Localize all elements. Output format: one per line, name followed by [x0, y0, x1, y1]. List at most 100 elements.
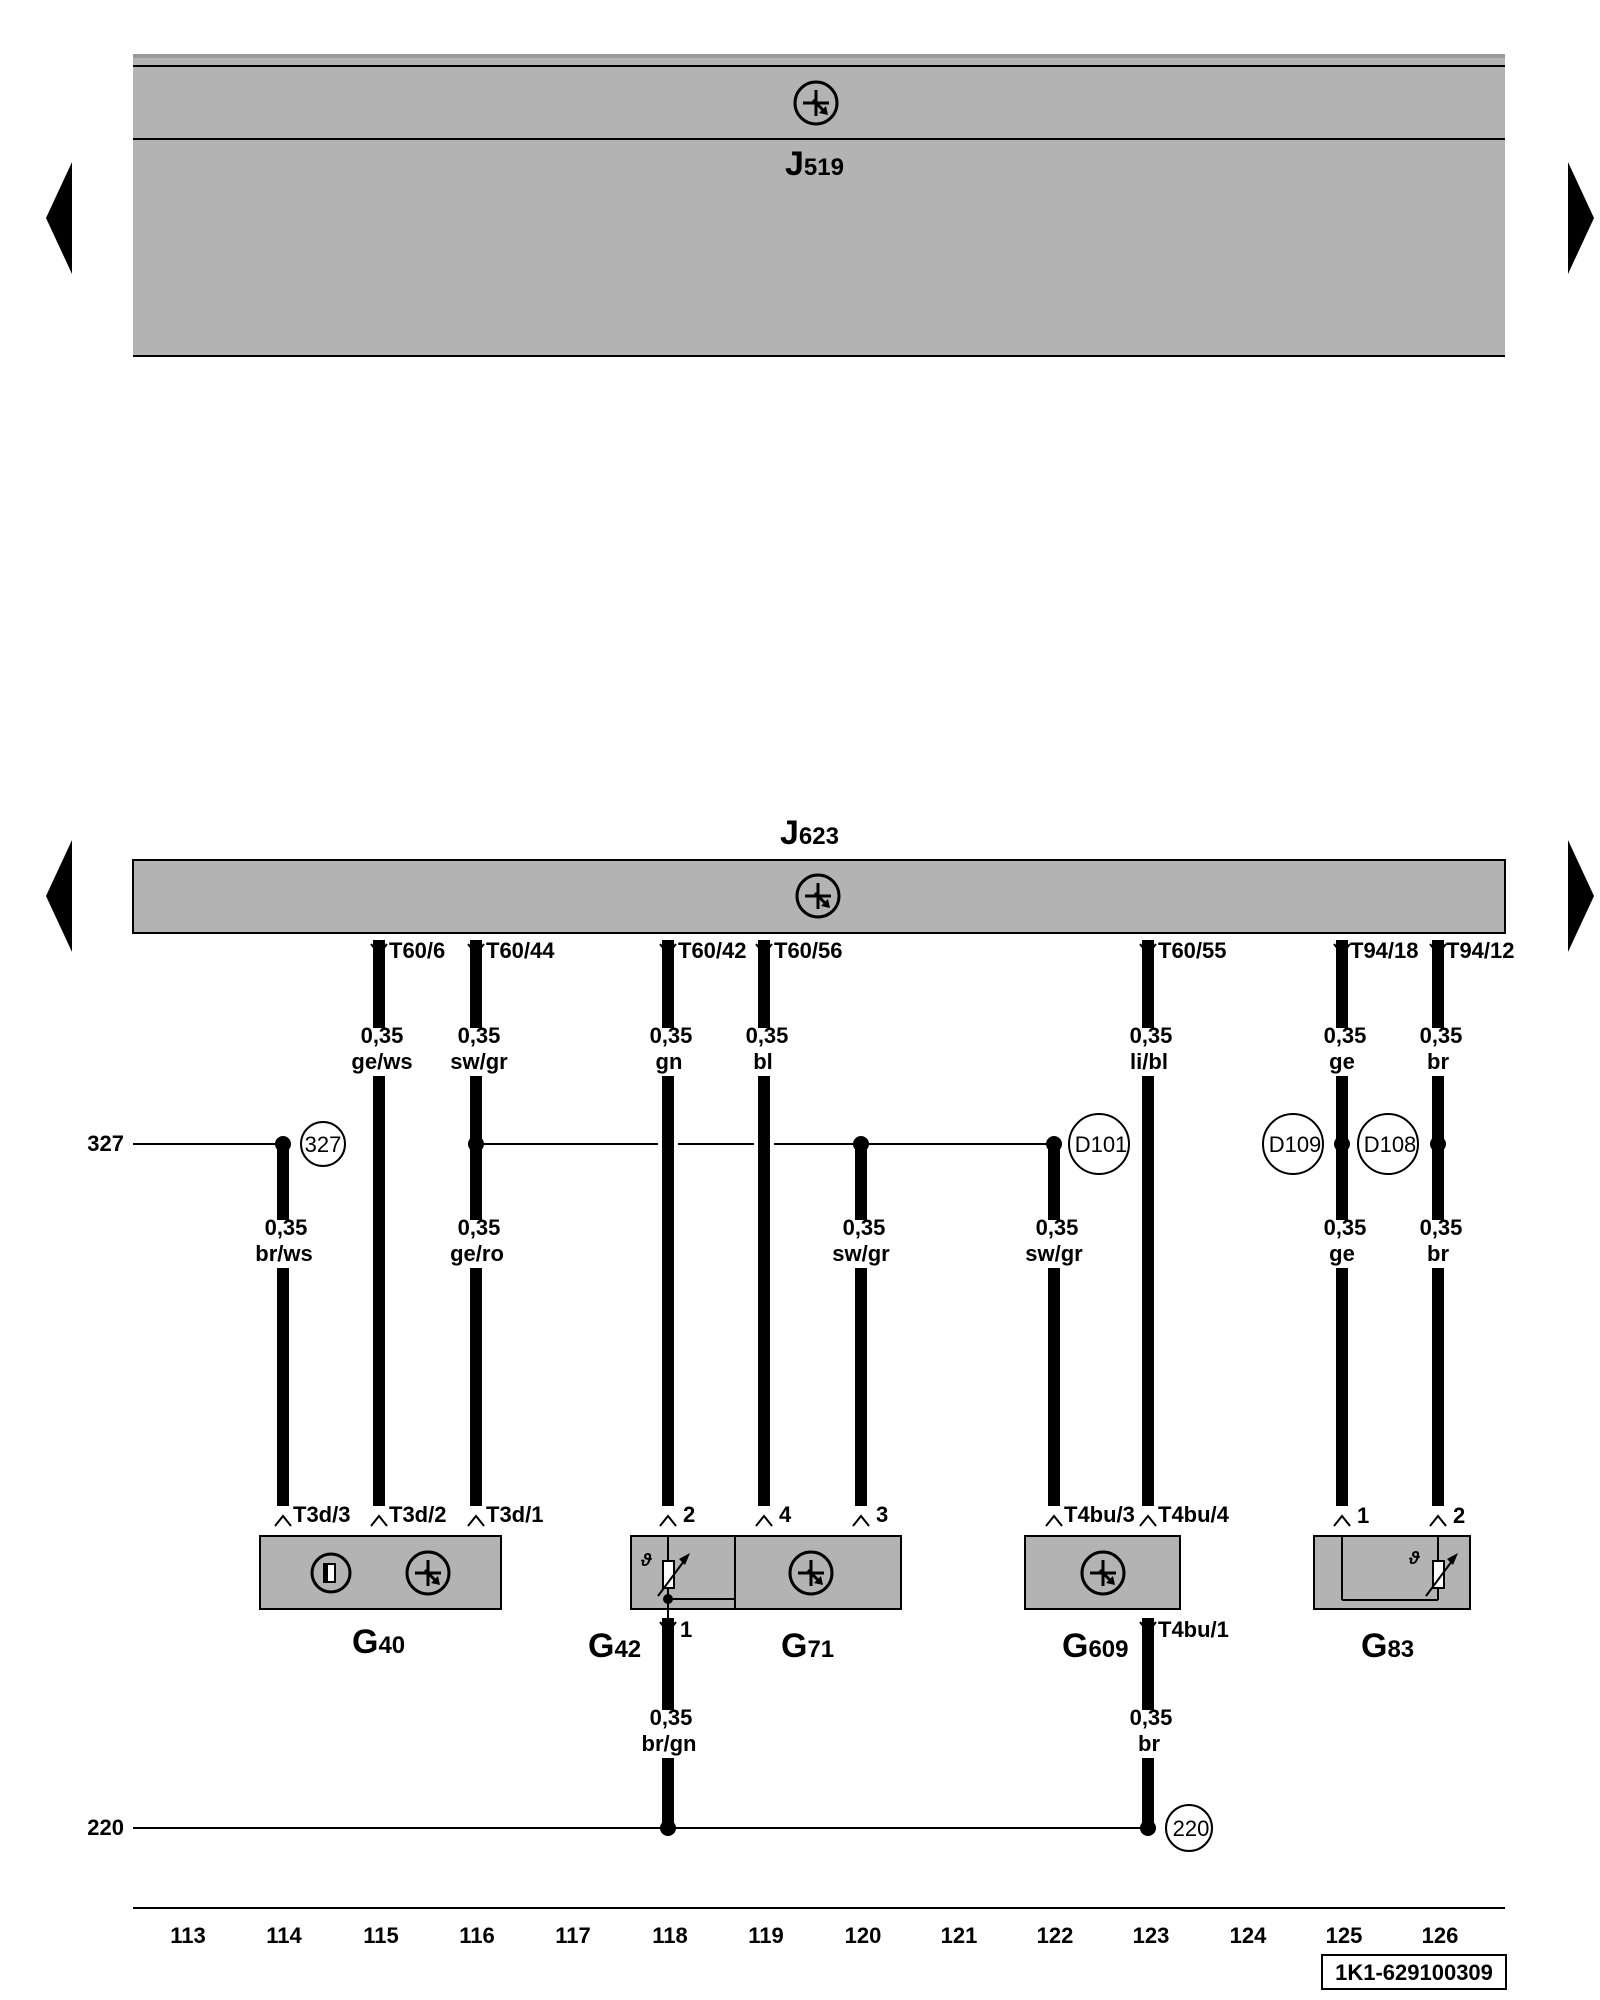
- module-j623-label: J623: [780, 814, 839, 852]
- svg-text:114: 114: [266, 1923, 302, 1948]
- pin-label: T4bu/1: [1158, 1617, 1229, 1642]
- svg-text:124: 124: [1230, 1923, 1267, 1948]
- wire-color: ge/ws: [351, 1049, 412, 1074]
- junction-dot: [1430, 1136, 1446, 1152]
- pin-label: T60/44: [486, 938, 555, 963]
- nav-arrow-left-bottom-icon[interactable]: [46, 840, 72, 952]
- nav-arrow-left-top-icon[interactable]: [46, 162, 72, 274]
- can-bus-icon: [795, 873, 841, 919]
- svg-text:117: 117: [555, 1923, 591, 1948]
- connector-d109[interactable]: D109: [1262, 1113, 1324, 1175]
- pin-label: 1: [1357, 1503, 1369, 1528]
- wire-size: 0,35: [650, 1023, 693, 1048]
- component-g40-label: G40: [352, 1623, 405, 1661]
- wire-size: 0,35: [458, 1023, 501, 1048]
- component-g71[interactable]: G71: [734, 1535, 902, 1665]
- svg-text:D109: D109: [1269, 1132, 1322, 1157]
- pin-label: T3d/2: [389, 1502, 446, 1527]
- can-bus-icon: [405, 1550, 451, 1596]
- bottom-pin-labels: T3d/3 T3d/2 T3d/1 2 4 3 T4bu/3 T4bu/4 1 …: [293, 1502, 1465, 1642]
- junctions: [275, 1136, 1446, 1836]
- connector-220[interactable]: 220: [1165, 1804, 1213, 1852]
- junction-dot: [853, 1136, 869, 1152]
- svg-text:327: 327: [305, 1132, 342, 1157]
- pin-markers: [274, 943, 1447, 1634]
- svg-text:122: 122: [1037, 1923, 1074, 1948]
- component-g42[interactable]: ϑ G42: [588, 1535, 736, 1665]
- pin-label: 2: [683, 1502, 695, 1527]
- pin-arrow-icon: [1429, 1514, 1447, 1527]
- pin-label: T60/42: [678, 938, 747, 963]
- svg-text:120: 120: [845, 1923, 882, 1948]
- ref-220-label: 220: [87, 1815, 124, 1840]
- pin-arrow-icon: [659, 943, 677, 956]
- temperature-sensor-icon: ϑ: [1341, 1536, 1458, 1601]
- pin-arrow-icon: [370, 1514, 388, 1527]
- component-g83[interactable]: ϑ G83: [1313, 1535, 1471, 1665]
- wire-color: br/ws: [255, 1241, 312, 1266]
- junction-dot: [1140, 1820, 1156, 1836]
- svg-text:123: 123: [1133, 1923, 1170, 1948]
- wire-color: li/bl: [1130, 1049, 1168, 1074]
- svg-text:220: 220: [1173, 1816, 1210, 1841]
- wire-color: gn: [656, 1049, 683, 1074]
- wire-size: 0,35: [265, 1215, 308, 1240]
- connector-327[interactable]: 327: [300, 1121, 346, 1167]
- module-j519-label: J519: [785, 145, 844, 183]
- pin-label: 2: [1453, 1503, 1465, 1528]
- wire-color: ge: [1329, 1241, 1355, 1266]
- wire-color: sw/gr: [1025, 1241, 1083, 1266]
- pin-label: T60/6: [389, 938, 445, 963]
- hall-sensor-icon: [310, 1552, 352, 1594]
- pin-arrow-icon: [1139, 943, 1157, 956]
- junction-dot: [275, 1136, 291, 1152]
- pin-arrow-icon: [467, 1514, 485, 1527]
- wire-color: ge: [1329, 1049, 1355, 1074]
- component-g42-label: G42: [588, 1627, 641, 1665]
- wire-size: 0,35: [1036, 1215, 1079, 1240]
- svg-text:ϑ: ϑ: [640, 1550, 652, 1570]
- pin-arrow-icon: [1429, 943, 1447, 956]
- wire-color: br: [1138, 1731, 1160, 1756]
- wire-color: br: [1427, 1049, 1449, 1074]
- wire-color: br/gn: [642, 1731, 697, 1756]
- wire-size: 0,35: [1324, 1023, 1367, 1048]
- junction-dot: [1046, 1136, 1062, 1152]
- svg-text:116: 116: [459, 1923, 495, 1948]
- component-g71-label: G71: [781, 1627, 834, 1665]
- component-g40[interactable]: G40: [259, 1535, 502, 1661]
- pin-label: T3d/1: [486, 1502, 543, 1527]
- pin-arrow-icon: [1139, 1621, 1157, 1634]
- nav-arrow-right-bottom-icon[interactable]: [1568, 840, 1594, 952]
- pin-label: T94/12: [1446, 938, 1515, 963]
- pin-label: T4bu/3: [1064, 1502, 1135, 1527]
- pin-arrow-icon: [852, 1514, 870, 1527]
- pin-arrow-icon: [755, 1514, 773, 1527]
- svg-text:118: 118: [652, 1923, 688, 1948]
- junction-dot: [660, 1820, 676, 1836]
- pin-label: 1: [680, 1617, 692, 1642]
- pin-label: 3: [876, 1502, 888, 1527]
- wire-labels-middle: 0,35 br/ws 0,35 ge/ro 0,35 sw/gr 0,35 sw…: [255, 1215, 1462, 1266]
- svg-text:125: 125: [1326, 1923, 1363, 1948]
- wire-size: 0,35: [361, 1023, 404, 1048]
- component-g609[interactable]: G609: [1024, 1535, 1181, 1665]
- pin-arrow-icon: [274, 1514, 292, 1527]
- wire-size: 0,35: [1420, 1023, 1463, 1048]
- pin-arrow-icon: [1333, 1514, 1351, 1527]
- wire-color: br: [1427, 1241, 1449, 1266]
- svg-text:115: 115: [363, 1923, 399, 1948]
- wire-color: sw/gr: [832, 1241, 890, 1266]
- wire-color: sw/gr: [450, 1049, 508, 1074]
- can-bus-icon: [788, 1550, 834, 1596]
- pin-label: T94/18: [1350, 938, 1419, 963]
- wire-size: 0,35: [843, 1215, 886, 1240]
- wire-labels-lower: 0,35 br/gn 0,35 br: [642, 1705, 1173, 1756]
- junction-dot: [468, 1136, 484, 1152]
- svg-text:113: 113: [170, 1923, 206, 1948]
- connector-d108[interactable]: D108: [1357, 1113, 1419, 1175]
- svg-text:121: 121: [941, 1923, 978, 1948]
- nav-arrow-right-top-icon[interactable]: [1568, 162, 1594, 274]
- connector-d101[interactable]: D101: [1068, 1113, 1130, 1175]
